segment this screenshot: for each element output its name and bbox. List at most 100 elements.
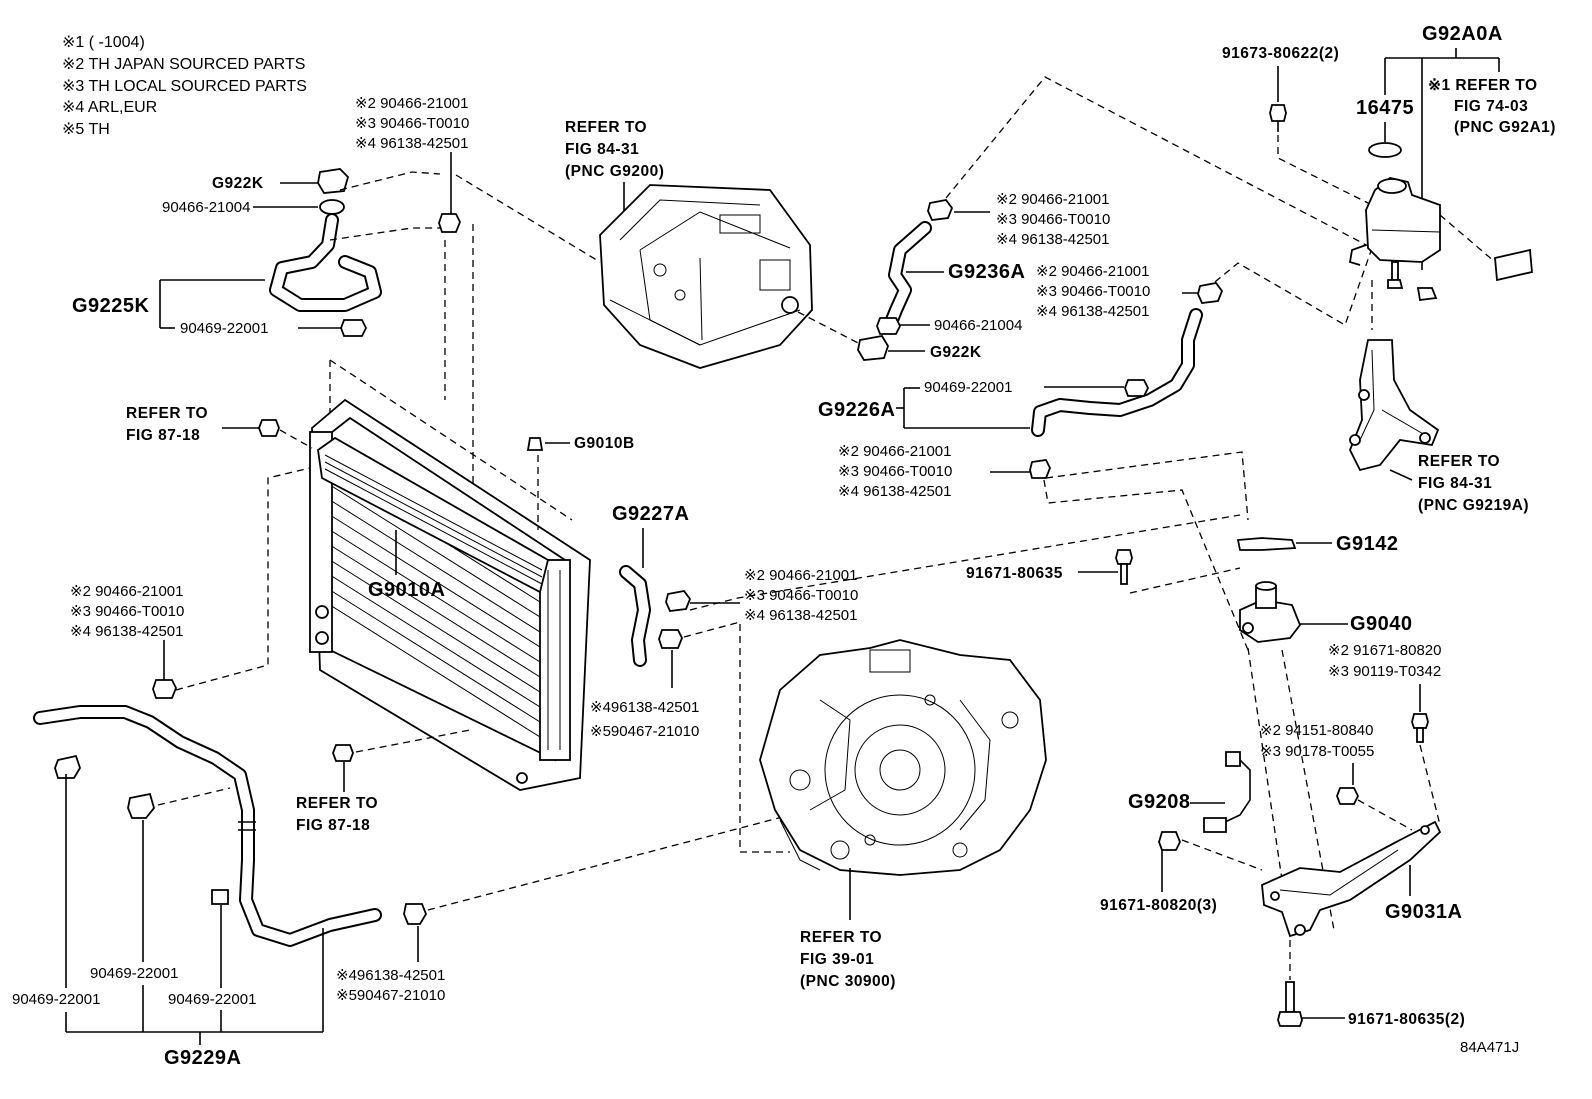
- refer-transaxle: REFER TO FIG 39-01 (PNC 30900): [800, 929, 895, 990]
- hose-clamp-g9226a: [1197, 282, 1224, 304]
- label-g9236a: G9236A: [948, 261, 1026, 283]
- refer-fig-87-18-b: REFER TO FIG 87-18: [296, 795, 378, 834]
- label-90469-22001-b2: 90469-22001: [12, 991, 100, 1008]
- clamp-g1-line2: ※3 90466-T0010: [355, 115, 469, 132]
- label-91671-80635-2: 91671-80635(2): [1348, 1011, 1465, 1028]
- clamp-group-1-labels: ※2 90466-21001 ※3 90466-T0010 ※4 96138-4…: [355, 95, 469, 152]
- clamp-g5-line2: ※3 90466-T0010: [838, 463, 952, 480]
- refer-transaxle-line2: FIG 39-01: [800, 951, 874, 968]
- refer-a-line2: FIG 87-18: [126, 427, 200, 444]
- label-g92a0a: G92A0A: [1422, 23, 1503, 45]
- tank-cap-gasket: [1368, 142, 1402, 158]
- refer-bracket-line1: REFER TO: [1418, 453, 1500, 470]
- hose-clamp-g9236a: [927, 199, 954, 221]
- bracket-g9142: [1236, 537, 1297, 551]
- refer-tank-line1: ※1 REFER TO: [1428, 77, 1538, 94]
- hose-clamp: [438, 213, 461, 233]
- clamp-g6-line3: ※4 96138-42501: [744, 607, 858, 624]
- label-94151-note: ※2 94151-80840: [1260, 722, 1374, 739]
- refer-bracket: REFER TO FIG 84-31 (PNC G9219A): [1418, 453, 1529, 514]
- refer-a-line1: REFER TO: [126, 405, 208, 422]
- reservoir-label-plate: [1494, 248, 1533, 282]
- label-90469-22001-b3: 90469-22001: [168, 991, 256, 1008]
- bolt-shank: [1120, 563, 1128, 585]
- label-91671-80820-note: ※2 91671-80820: [1328, 642, 1442, 659]
- reservoir-tank: [1348, 177, 1441, 302]
- label-g9010a: G9010A: [368, 579, 446, 601]
- clamp-g6-line1: ※2 90466-21001: [744, 567, 858, 584]
- hose-clip-1: [54, 754, 81, 779]
- bolt-shank-bottom: [1285, 981, 1295, 1013]
- refer-tank-line3: (PNC G92A1): [1454, 119, 1556, 136]
- clamp-g1-line3: ※4 96138-42501: [355, 135, 469, 152]
- clamp-group-5-labels: ※2 90466-21001 ※3 90466-T0010 ※4 96138-4…: [838, 443, 952, 500]
- label-g922k-top: G922K: [212, 175, 264, 192]
- label-91671-80820-3: 91671-80820(3): [1100, 897, 1217, 914]
- clamp-g4-line2: ※3 90466-T0010: [70, 603, 184, 620]
- clamp-g3-line1: ※2 90466-21001: [1036, 263, 1150, 280]
- refer-inverter-line2: FIG 84-31: [565, 141, 639, 158]
- transaxle-assembly: [759, 639, 1047, 876]
- refer-fig-87-18-a: REFER TO FIG 87-18: [126, 405, 208, 444]
- inverter-assembly: [599, 184, 813, 369]
- label-g9227a: G9227A: [612, 503, 690, 525]
- clamp-g4-line1: ※2 90466-21001: [70, 583, 184, 600]
- water-pump-g9040: [1239, 581, 1302, 643]
- label-90469-22001-mid: 90469-22001: [924, 379, 1012, 396]
- footnote-legend: ※1 ( -1004) ※2 TH JAPAN SOURCED PARTS ※3…: [62, 34, 307, 138]
- nut-icon: [1336, 787, 1360, 805]
- label-g9142: G9142: [1336, 533, 1399, 555]
- hose-clip-g9227a: [658, 629, 683, 649]
- o-ring: [319, 199, 345, 215]
- label-91673-80622: 91673-80622(2): [1222, 45, 1339, 62]
- label-g9229a: G9229A: [164, 1047, 242, 1069]
- label-90466-21004-top: 90466-21004: [162, 199, 250, 216]
- clamp-g3-line3: ※4 96138-42501: [1036, 303, 1150, 320]
- label-g9040: G9040: [1350, 613, 1413, 635]
- clamp-g2-line3: ※4 96138-42501: [996, 231, 1110, 248]
- clamp-g5-line3: ※4 96138-42501: [838, 483, 952, 500]
- bracket-g9010b: [526, 437, 544, 451]
- refer-b-line2: FIG 87-18: [296, 817, 370, 834]
- label-clip-left-a: ※496138-42501: [590, 699, 699, 716]
- label-90178-note: ※3 90178-T0055: [1260, 743, 1374, 760]
- bolt-icon-bottom: [1277, 1011, 1303, 1027]
- clamp-group-4-labels: ※2 90466-21001 ※3 90466-T0010 ※4 96138-4…: [70, 583, 184, 640]
- hose-joint-g922k-mid: [857, 335, 889, 361]
- label-90469-22001-b1: 90469-22001: [90, 965, 178, 982]
- note-3: ※3 TH LOCAL SOURCED PARTS: [62, 78, 307, 95]
- label-90469-22001-top: 90469-22001: [180, 320, 268, 337]
- note-2: ※2 TH JAPAN SOURCED PARTS: [62, 56, 305, 73]
- mount-bracket-g9031a: [1261, 820, 1442, 938]
- label-91671-80635: 91671-80635: [966, 565, 1063, 582]
- refer-b-line1: REFER TO: [296, 795, 378, 812]
- refer-inverter-line1: REFER TO: [565, 119, 647, 136]
- clamp-g2-line1: ※2 90466-21001: [996, 191, 1110, 208]
- bolt-icon-pump: [1115, 549, 1133, 565]
- hose-clip-2: [127, 792, 155, 819]
- label-clip-bottom-b: ※590467-21010: [336, 987, 445, 1004]
- radiator-g9010a: [309, 359, 591, 791]
- label-90466-21004-mid: 90466-21004: [934, 317, 1022, 334]
- label-g9208: G9208: [1128, 791, 1191, 813]
- label-g922k-mid: G922K: [930, 344, 982, 361]
- hose-clamp-left: [152, 679, 177, 699]
- refer-tank-line2: FIG 74-03: [1454, 98, 1528, 115]
- refer-inverter-line3: (PNC G9200): [565, 163, 664, 180]
- tank-bracket: [1349, 339, 1440, 472]
- refer-bracket-line2: FIG 84-31: [1418, 475, 1492, 492]
- hose-clip-3: [211, 889, 229, 905]
- o-ring-mid: [876, 317, 902, 335]
- refer-tank: ※1 REFER TO FIG 74-03 (PNC G92A1): [1428, 77, 1556, 136]
- clamp-g2-line2: ※3 90466-T0010: [996, 211, 1110, 228]
- label-clip-left-b: ※590467-21010: [590, 723, 699, 740]
- label-g9225k: G9225K: [72, 295, 150, 317]
- refer-bracket-line3: (PNC G9219A): [1418, 497, 1529, 514]
- refer-inverter: REFER TO FIG 84-31 (PNC G9200): [565, 119, 664, 180]
- bolt-icon-g9031a: [1158, 831, 1181, 851]
- clamp-group-6-labels: ※2 90466-21001 ※3 90466-T0010 ※4 96138-4…: [744, 567, 858, 624]
- hose-clamp-g9227a: [665, 590, 692, 612]
- clamp-group-3-labels: ※2 90466-21001 ※3 90466-T0010 ※4 96138-4…: [1036, 263, 1150, 320]
